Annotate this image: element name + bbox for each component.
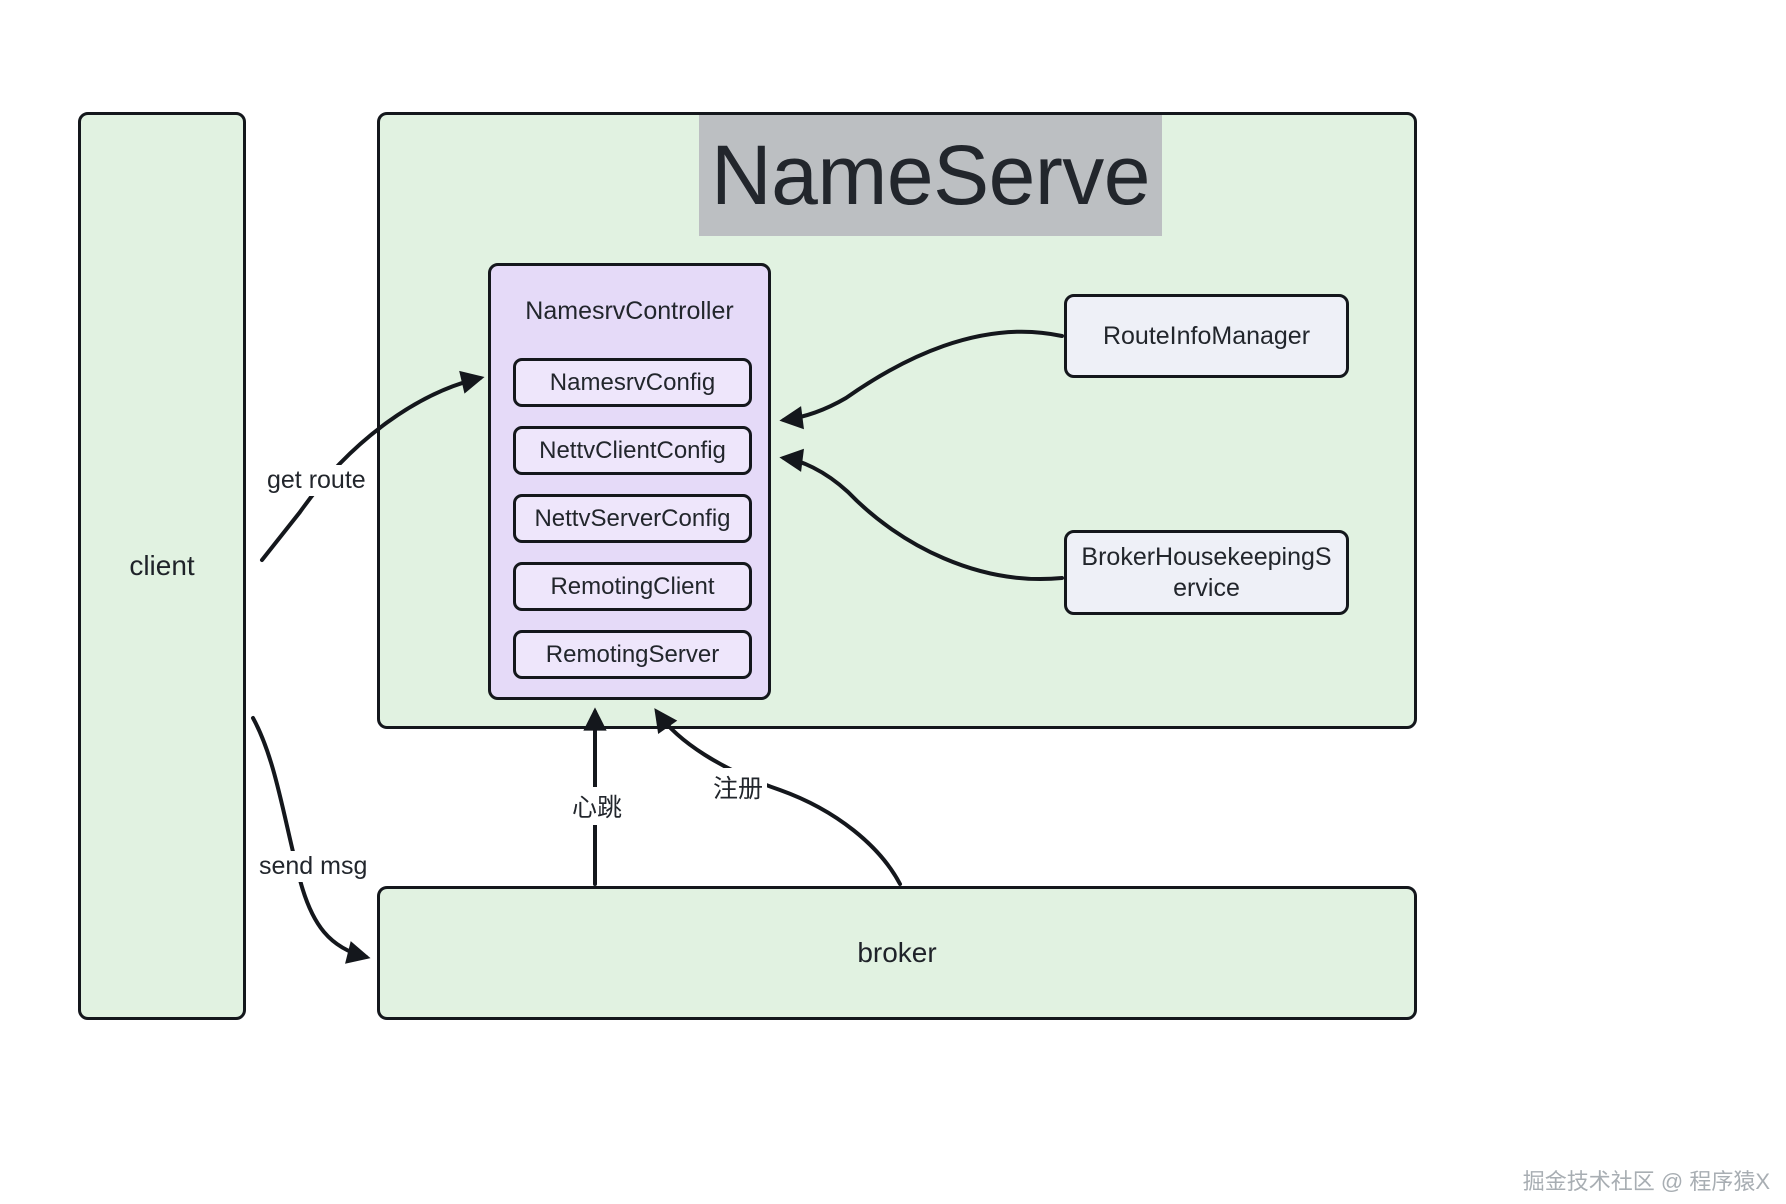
node-namesrv-controller[interactable]: NamesrvController NamesrvConfig NettvCli… xyxy=(488,263,771,700)
watermark: 掘金技术社区 @ 程序猿X xyxy=(1522,1169,1770,1194)
nameserver-title-text: NameServe xyxy=(711,128,1151,222)
node-remoting-server-label: RemotingServer xyxy=(545,640,720,668)
node-namesrv-controller-label: NamesrvController xyxy=(525,297,734,325)
node-broker-housekeeping-service-label: BrokerHousekeepingS ervice xyxy=(1077,542,1336,603)
node-broker-housekeeping-service-line1: BrokerHousekeepingS xyxy=(1081,543,1332,571)
edge-broker-register-to-controller xyxy=(654,708,902,886)
node-netty-client-config[interactable]: NettvClientConfig xyxy=(513,426,752,475)
edge-label-heartbeat: 心跳 xyxy=(568,787,627,825)
node-broker-label: broker xyxy=(857,936,937,968)
node-netty-server-config[interactable]: NettvServerConfig xyxy=(513,494,752,543)
node-remoting-server[interactable]: RemotingServer xyxy=(513,630,752,679)
edge-label-register: 注册 xyxy=(709,768,768,806)
node-client-label: client xyxy=(129,549,195,581)
page-title: NameServe xyxy=(699,115,1163,236)
node-broker[interactable]: broker xyxy=(377,886,1417,1020)
node-netty-client-config-label: NettvClientConfig xyxy=(539,436,726,464)
edge-label-send-msg: send msg xyxy=(255,851,372,882)
node-broker-housekeeping-service-line2: ervice xyxy=(1173,573,1240,602)
node-namesrv-config-label: NamesrvConfig xyxy=(549,368,716,396)
node-route-info-manager-label: RouteInfoManager xyxy=(1102,321,1311,350)
node-route-info-manager[interactable]: RouteInfoManager xyxy=(1064,294,1349,378)
node-netty-server-config-label: NettvServerConfig xyxy=(534,504,731,532)
node-client[interactable]: client xyxy=(78,112,246,1020)
node-remoting-client-label: RemotingClient xyxy=(550,572,715,600)
node-remoting-client[interactable]: RemotingClient xyxy=(513,562,752,611)
edge-label-get-route: get route xyxy=(263,465,370,496)
node-namesrv-config[interactable]: NamesrvConfig xyxy=(513,358,752,407)
node-broker-housekeeping-service[interactable]: BrokerHousekeepingS ervice xyxy=(1064,530,1349,615)
edge-client-to-broker xyxy=(251,716,371,964)
